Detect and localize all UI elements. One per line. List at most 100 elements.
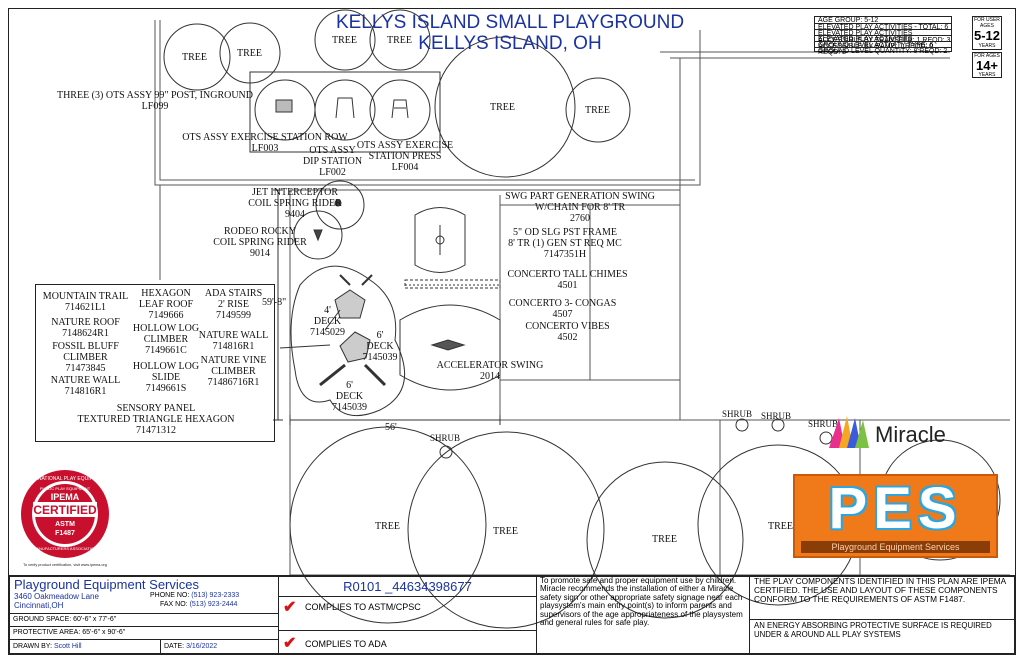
- main-play-structure: [290, 265, 406, 417]
- shrub: [771, 418, 785, 432]
- plan-title-line2: KELLYS ISLAND, OH: [418, 33, 602, 54]
- tree: [314, 9, 376, 71]
- label-line: LF003: [251, 143, 279, 154]
- age-row-value: 1 REQD: 0: [899, 43, 934, 50]
- checkmark-icon: ✔: [283, 599, 297, 616]
- fax-row: FAX NO: (513) 923-2444: [160, 601, 237, 608]
- label-line: THREE (3) OTS ASSY 99" POST, INGROUND: [56, 90, 254, 101]
- age-row-label: GROUND LEVEL QUANTITY:: [818, 48, 912, 55]
- label-line: DECK: [335, 391, 364, 402]
- part-line: FOSSIL BLUFF: [52, 341, 119, 352]
- label-line: CONCERTO TALL CHIMES: [507, 269, 628, 280]
- label-line: CONCERTO VIBES: [525, 321, 610, 332]
- pes-wordmark: PES: [828, 476, 963, 541]
- label-line: 6': [376, 330, 384, 341]
- checkmark-icon: ✔: [283, 635, 297, 652]
- age-row-value: 8 REQD: 2: [913, 48, 948, 55]
- tree-label: TREE: [490, 102, 515, 113]
- part-hollow-log-slide: HOLLOW LOG SLIDE 7149661S: [126, 361, 206, 394]
- tree-label: TREE: [375, 521, 400, 532]
- age-row-label: ELEVATED PLAY ACTIVITIES ACCESSIBLE BY R…: [818, 36, 913, 50]
- date-label: DATE:: [164, 643, 185, 650]
- use-zone: [290, 265, 406, 417]
- tree: [369, 9, 431, 71]
- label-exercise-row: OTS ASSY EXERCISE STATION ROW LF003: [170, 132, 360, 154]
- part-line: 71471312: [136, 425, 176, 436]
- shrub: [819, 431, 833, 445]
- hexagon-deck: [334, 289, 366, 319]
- swings: [399, 207, 501, 391]
- label-line: LF002: [319, 167, 346, 178]
- part-line: 7149661S: [145, 383, 187, 394]
- label-rodeo-rocky: RODEO ROCKY COIL SPRING RIDER 9014: [200, 226, 320, 259]
- part-line: HOLLOW LOG: [132, 323, 200, 334]
- ipema-certified: CERTIFIED: [33, 503, 97, 517]
- miracle-mark-icon: [829, 416, 869, 448]
- label-station-press: OTS ASSY EXERCISE STATION PRESS LF004: [355, 140, 455, 173]
- label-line: ACCELERATOR SWING: [436, 360, 544, 371]
- label-line: 7147351H: [543, 249, 587, 260]
- title-block: [9, 575, 1015, 654]
- ipema-statement: THE PLAY COMPONENTS IDENTIFIED IN THIS P…: [754, 576, 1006, 604]
- tree-label: TREE: [332, 35, 357, 46]
- ipema-astm: ASTM: [55, 521, 75, 528]
- miracle-wordmark: Miracle: [875, 422, 946, 447]
- fax-label: FAX NO:: [160, 601, 188, 608]
- shrub-label: SHRUB: [430, 433, 460, 443]
- part-line: LEAF ROOF: [138, 299, 194, 310]
- ground-space: GROUND SPACE: 60'-6" x 77'-6": [10, 613, 278, 626]
- label-line: 4502: [557, 332, 578, 343]
- badge-value: 14+: [975, 58, 999, 73]
- label-line: DECK: [366, 341, 394, 352]
- station-press-zone: [369, 79, 431, 141]
- label-deck-6ft-upper: 6' DECK 7145039: [355, 330, 405, 363]
- label-accelerator-swing: ACCELERATOR SWING 2014: [425, 360, 555, 382]
- part-nature-wall: NATURE WALL 714816R1: [38, 375, 133, 397]
- label-line: LF099: [141, 101, 169, 112]
- fax-value: (513) 923-2444: [189, 601, 238, 608]
- drawn-by-label: DRAWN BY:: [13, 643, 53, 650]
- drawn-by-value: Scott Hill: [53, 643, 82, 650]
- phone-row: PHONE NO: (513) 923-2333: [150, 592, 239, 599]
- part-sensory-panel: SENSORY PANEL TEXTURED TRIANGLE HEXAGON …: [66, 403, 246, 436]
- parts-list-box: MOUNTAIN TRAIL 714621L1 NATURE ROOF 7148…: [35, 284, 275, 442]
- shrub: [439, 445, 453, 459]
- company-name: Playground Equipment Services: [14, 577, 199, 592]
- label-line: 8' TR (1) GEN ST REQ MC: [508, 238, 622, 249]
- label-line: 2014: [480, 371, 500, 382]
- dip-station-zone: [314, 79, 376, 141]
- tree-label: TREE: [493, 526, 518, 537]
- company-block: Playground Equipment Services 3460 Oakme…: [10, 576, 279, 654]
- part-line: 2' RISE: [218, 299, 249, 310]
- generation-swing-zone: [414, 207, 466, 273]
- tree: [407, 431, 605, 629]
- tree-label: TREE: [585, 105, 610, 116]
- age-badge-5-12: FOR USER AGES 5-12 YEARS: [972, 16, 1002, 50]
- label-line: 5" OD SLG PST FRAME: [513, 227, 617, 238]
- complies-ada-row: ✔ COMPLIES TO ADA: [279, 630, 536, 655]
- label-line: 7145039: [362, 352, 398, 363]
- jet-interceptor-zone: [315, 180, 365, 230]
- tree-label: TREE: [182, 52, 207, 63]
- shrub-label: SHRUB: [761, 411, 791, 421]
- plan-title: KELLYS ISLAND SMALL PLAYGROUND KELLYS IS…: [300, 12, 720, 54]
- label-line: STATION PRESS: [368, 151, 442, 162]
- dimension-width: 56': [385, 422, 397, 433]
- age-row-label: ELEVATED PLAY ACTIVITIES ACCESSIBLE BY T…: [818, 30, 915, 44]
- age-badge-14plus: FOR AGES 14+ YEARS: [972, 52, 1002, 78]
- miracle-logo: Miracle: [825, 412, 975, 452]
- badge-value: 5-12: [973, 28, 1001, 43]
- drawing-number: R0101 _44634398677: [343, 579, 472, 594]
- date-value: 3/16/2022: [186, 643, 218, 650]
- label-deck-4ft: 4' DECK 7145029: [300, 305, 355, 338]
- label-line: 7145039: [332, 402, 367, 413]
- part-line: 7149661C: [145, 345, 187, 356]
- part-nature-wall-2: NATURE WALL 714816R1: [196, 330, 271, 352]
- part-mountain-trail: MOUNTAIN TRAIL 714621L1: [38, 291, 133, 313]
- complies-astm-row: ✔ COMPLIES TO ASTM/CPSC: [279, 596, 536, 617]
- label-line: COIL SPRING RIDER: [248, 198, 342, 209]
- part-nature-roof: NATURE ROOF 7148624R1: [38, 317, 133, 339]
- label-line: JET INTERCEPTOR: [251, 187, 339, 198]
- age-row-label: GROUND LEVEL ACTIVITY TYPE:: [818, 42, 928, 49]
- plan-title-line1: KELLYS ISLAND SMALL PLAYGROUND: [335, 12, 685, 33]
